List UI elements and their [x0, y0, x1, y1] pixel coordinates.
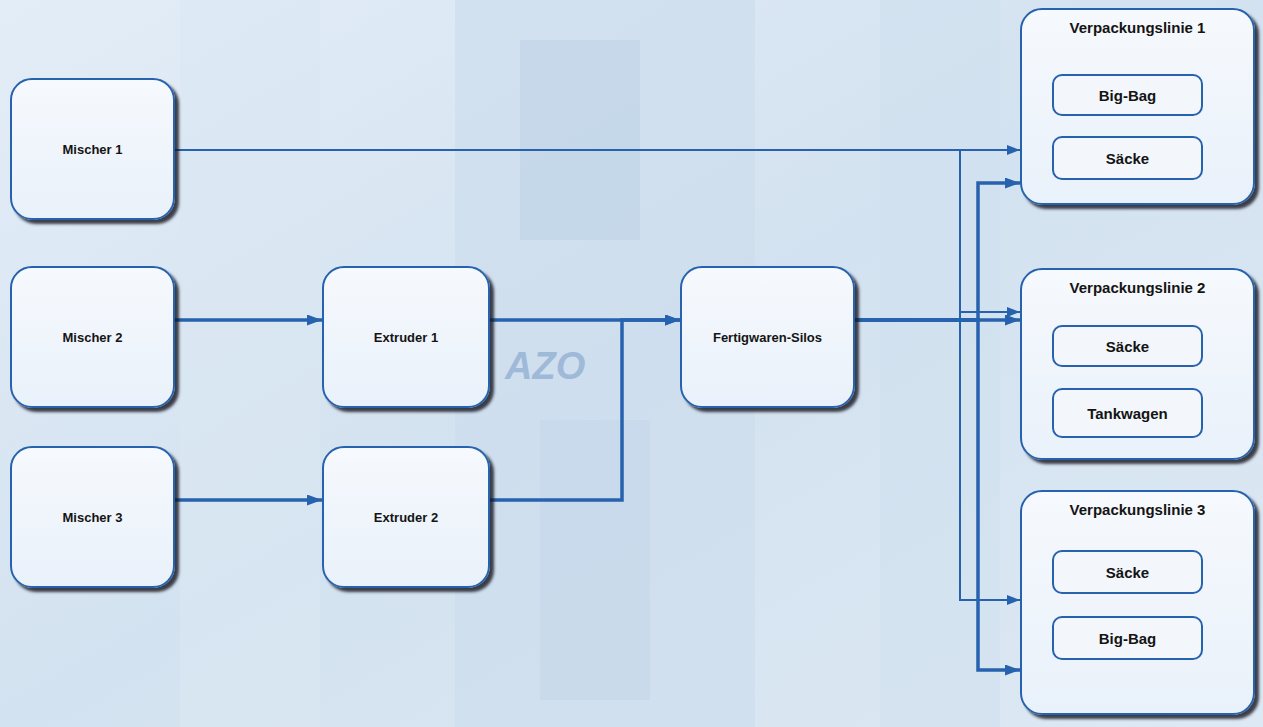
packaging-line-box: Verpackungslinie 3 SäckeBig-Bag	[1020, 490, 1255, 715]
flow-connector	[490, 320, 680, 500]
flow-connector	[855, 183, 1020, 320]
packaging-type-box: Big-Bag	[1052, 74, 1203, 116]
packaging-type-box: Säcke	[1052, 136, 1203, 180]
packaging-line-box: Verpackungslinie 2 SäckeTankwagen	[1020, 268, 1255, 460]
box-label: Mischer 3	[63, 510, 123, 525]
box-label: Big-Bag	[1099, 630, 1157, 647]
machine-column	[180, 0, 320, 727]
process-box: Extruder 2	[322, 446, 490, 588]
process-box: Extruder 1	[322, 266, 490, 408]
box-label: Mischer 1	[63, 142, 123, 157]
watermark: AZO	[505, 345, 585, 388]
process-box: Mischer 1	[10, 78, 175, 220]
packaging-type-box: Säcke	[1052, 325, 1203, 367]
flow-connector	[175, 150, 1020, 600]
box-label: Tankwagen	[1087, 405, 1168, 422]
box-label: Säcke	[1106, 150, 1149, 167]
control-panel	[520, 40, 640, 240]
box-label: Mischer 2	[63, 330, 123, 345]
packaging-type-box: Säcke	[1052, 550, 1203, 594]
box-label: Extruder 1	[374, 330, 438, 345]
packaging-type-box: Tankwagen	[1052, 388, 1203, 438]
flow-connector	[175, 498, 322, 502]
process-box: Fertigwaren-Silos	[680, 266, 855, 408]
flow-connector	[855, 320, 1020, 670]
box-label: Extruder 2	[374, 510, 438, 525]
flow-connector	[175, 318, 322, 322]
machine-column	[880, 0, 1000, 727]
packaging-type-box: Big-Bag	[1052, 616, 1203, 660]
packaging-line-box: Verpackungslinie 1 Big-BagSäcke	[1020, 8, 1255, 205]
line-heading: Verpackungslinie 2	[1022, 279, 1253, 296]
box-label: Big-Bag	[1099, 87, 1157, 104]
box-label: Säcke	[1106, 564, 1149, 581]
control-panel	[540, 420, 650, 700]
process-box: Mischer 3	[10, 446, 175, 588]
flow-connector	[175, 150, 1020, 312]
box-label: Säcke	[1106, 338, 1149, 355]
process-box: Mischer 2	[10, 266, 175, 408]
box-label: Fertigwaren-Silos	[713, 330, 822, 345]
line-heading: Verpackungslinie 1	[1022, 19, 1253, 36]
line-heading: Verpackungslinie 3	[1022, 501, 1253, 518]
